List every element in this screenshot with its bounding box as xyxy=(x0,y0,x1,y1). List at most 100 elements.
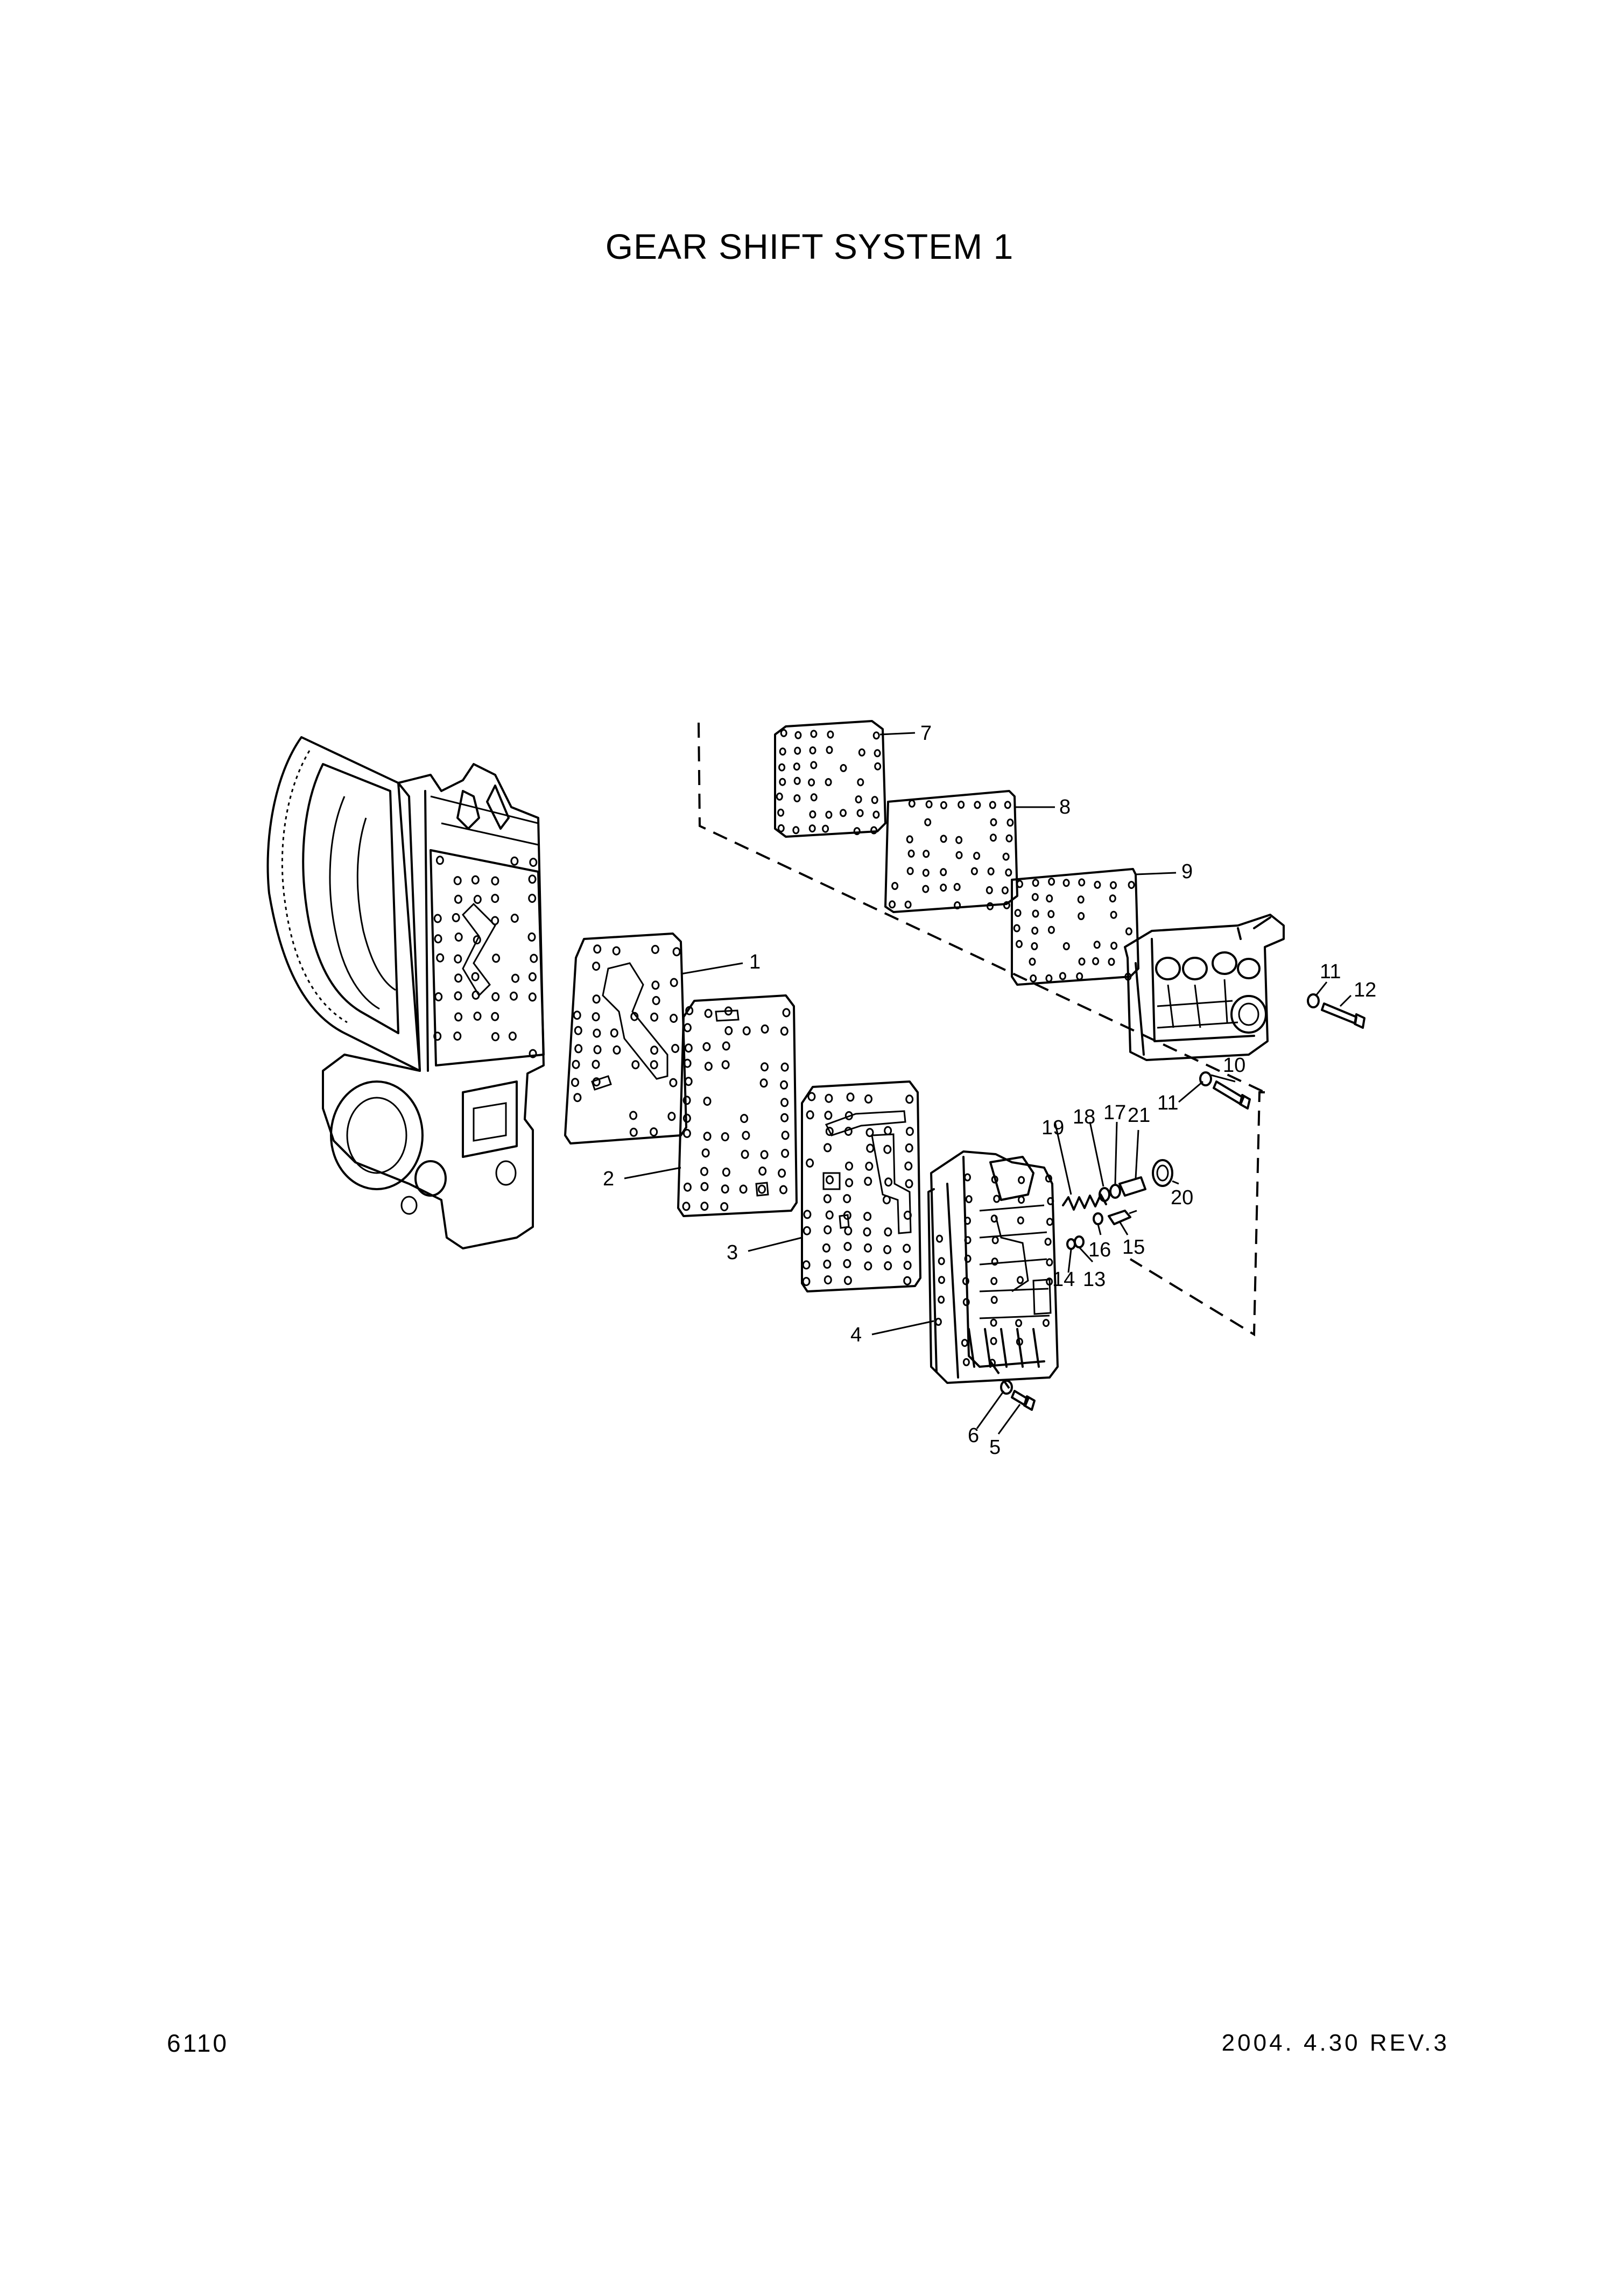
hole xyxy=(700,1202,709,1211)
hole xyxy=(1030,974,1037,983)
hole xyxy=(922,868,930,877)
hole xyxy=(491,992,500,1001)
hole xyxy=(1046,894,1053,903)
hole xyxy=(610,1028,618,1038)
hole xyxy=(760,1150,769,1160)
hole xyxy=(925,800,933,809)
hole xyxy=(721,1132,729,1142)
hole xyxy=(987,867,995,875)
hole xyxy=(825,810,833,819)
hole xyxy=(703,1132,712,1141)
hole xyxy=(1048,878,1055,886)
hole xyxy=(1044,1238,1052,1246)
hole xyxy=(846,1092,855,1102)
hole xyxy=(574,1026,582,1035)
hole xyxy=(777,824,785,832)
hole xyxy=(990,1277,998,1285)
callout-11-lower: 11 xyxy=(1157,1092,1178,1114)
hole xyxy=(1031,942,1038,950)
hole xyxy=(1059,972,1066,980)
hole xyxy=(761,1062,769,1072)
hole xyxy=(779,778,786,786)
hole xyxy=(527,932,536,942)
hole xyxy=(1047,910,1055,919)
hole xyxy=(528,992,537,1002)
callout-13: 13 xyxy=(1083,1268,1106,1291)
callout-15: 15 xyxy=(1122,1236,1145,1259)
hole xyxy=(631,1060,640,1070)
hole xyxy=(825,778,832,786)
hole xyxy=(491,916,499,926)
hole xyxy=(491,1032,499,1042)
hole xyxy=(670,978,678,987)
callout-21: 21 xyxy=(1128,1104,1150,1127)
hole xyxy=(1109,894,1116,903)
hole xyxy=(776,792,783,801)
leader-4 xyxy=(871,1320,934,1336)
hole xyxy=(436,953,445,963)
hole xyxy=(794,746,801,755)
hole xyxy=(780,1026,789,1036)
leader-2 xyxy=(624,1167,681,1179)
washer-11-lower xyxy=(1199,1071,1212,1086)
hole xyxy=(573,1093,582,1103)
plate-9 xyxy=(1011,868,1139,986)
hole xyxy=(803,1210,812,1219)
leader-9 xyxy=(1135,872,1177,875)
hole xyxy=(806,1110,814,1120)
hole xyxy=(1110,910,1117,919)
hole xyxy=(650,1012,659,1022)
hole xyxy=(955,851,963,859)
hole xyxy=(491,876,499,886)
hole xyxy=(793,776,801,785)
hole xyxy=(826,746,833,754)
hole xyxy=(593,1028,601,1038)
hole xyxy=(889,900,896,909)
hole xyxy=(955,836,963,844)
hole xyxy=(802,1277,811,1287)
hole xyxy=(825,1127,834,1136)
hole xyxy=(510,991,518,1001)
hole xyxy=(454,1012,463,1022)
hole xyxy=(843,1276,852,1285)
callout-3: 3 xyxy=(727,1241,738,1264)
hole xyxy=(823,1259,832,1269)
hole xyxy=(592,1077,601,1087)
hole xyxy=(882,1195,891,1205)
hole xyxy=(1047,1197,1054,1205)
plate-8 xyxy=(884,790,1018,913)
hole xyxy=(810,793,818,802)
hole xyxy=(492,953,501,963)
hole xyxy=(844,1111,853,1120)
hole xyxy=(1003,901,1010,909)
bolt-12 xyxy=(1321,1002,1365,1029)
hole xyxy=(685,1006,694,1015)
hole xyxy=(1016,939,1023,948)
leader-14 xyxy=(1067,1249,1072,1273)
hole xyxy=(761,1024,769,1034)
hole xyxy=(906,867,914,875)
hole xyxy=(964,1254,972,1263)
hole xyxy=(825,1093,833,1103)
hole xyxy=(808,824,816,833)
hole xyxy=(722,1167,730,1177)
hole xyxy=(1018,1176,1025,1184)
hole xyxy=(454,894,462,904)
hole xyxy=(434,992,443,1001)
hole xyxy=(1045,1174,1052,1183)
hole xyxy=(961,1339,968,1347)
hole xyxy=(824,1111,833,1120)
hole xyxy=(866,1143,875,1153)
hole xyxy=(973,852,981,860)
hole xyxy=(903,1276,912,1285)
hole xyxy=(572,1059,580,1069)
hole xyxy=(840,764,847,772)
leader-12 xyxy=(1339,994,1352,1007)
hole xyxy=(612,946,621,956)
hole xyxy=(682,1096,691,1105)
callout-1: 1 xyxy=(749,951,761,973)
hole xyxy=(934,1318,942,1326)
plate-3 xyxy=(801,1080,921,1292)
hole xyxy=(962,1277,969,1285)
hole xyxy=(529,858,538,867)
